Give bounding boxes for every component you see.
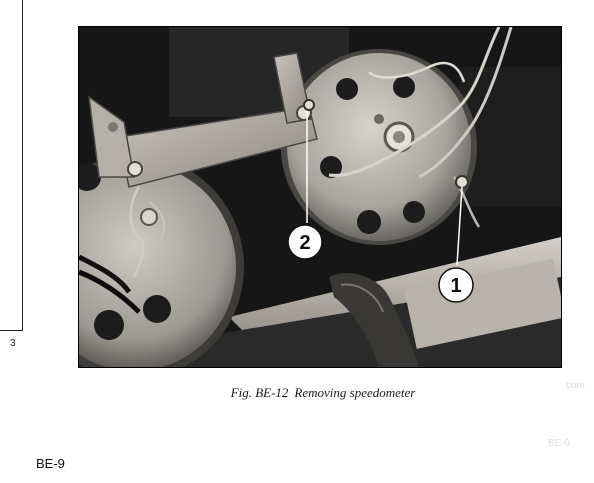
callout-1: 1 (438, 267, 474, 303)
figure-caption: Fig. BE-12 Removing speedometer (0, 385, 594, 401)
adjacent-figure-frame (0, 0, 23, 331)
bleed-through-text: com (566, 380, 585, 391)
speedometer-photo-drawing: 2 1 (79, 27, 561, 367)
screw-1 (455, 175, 469, 189)
callout-1-leader (456, 186, 463, 266)
wiring (79, 27, 513, 314)
callout-2-number: 2 (299, 232, 310, 254)
callout-1-number: 1 (450, 275, 461, 297)
callout-2: 2 (287, 224, 323, 260)
left-gauge (79, 155, 244, 367)
adjacent-figure-number: 3 (10, 338, 16, 349)
bleed-through-text: BE-9 (548, 438, 571, 449)
screw-2 (303, 99, 315, 111)
page-number: BE-9 (36, 456, 65, 471)
speedometer-photo: 2 1 (78, 26, 562, 368)
figure-label: Fig. BE-12 (230, 385, 289, 400)
speedometer-gauge (281, 49, 477, 245)
cable-harness (329, 273, 419, 367)
figure-title: Removing speedometer (294, 385, 416, 400)
